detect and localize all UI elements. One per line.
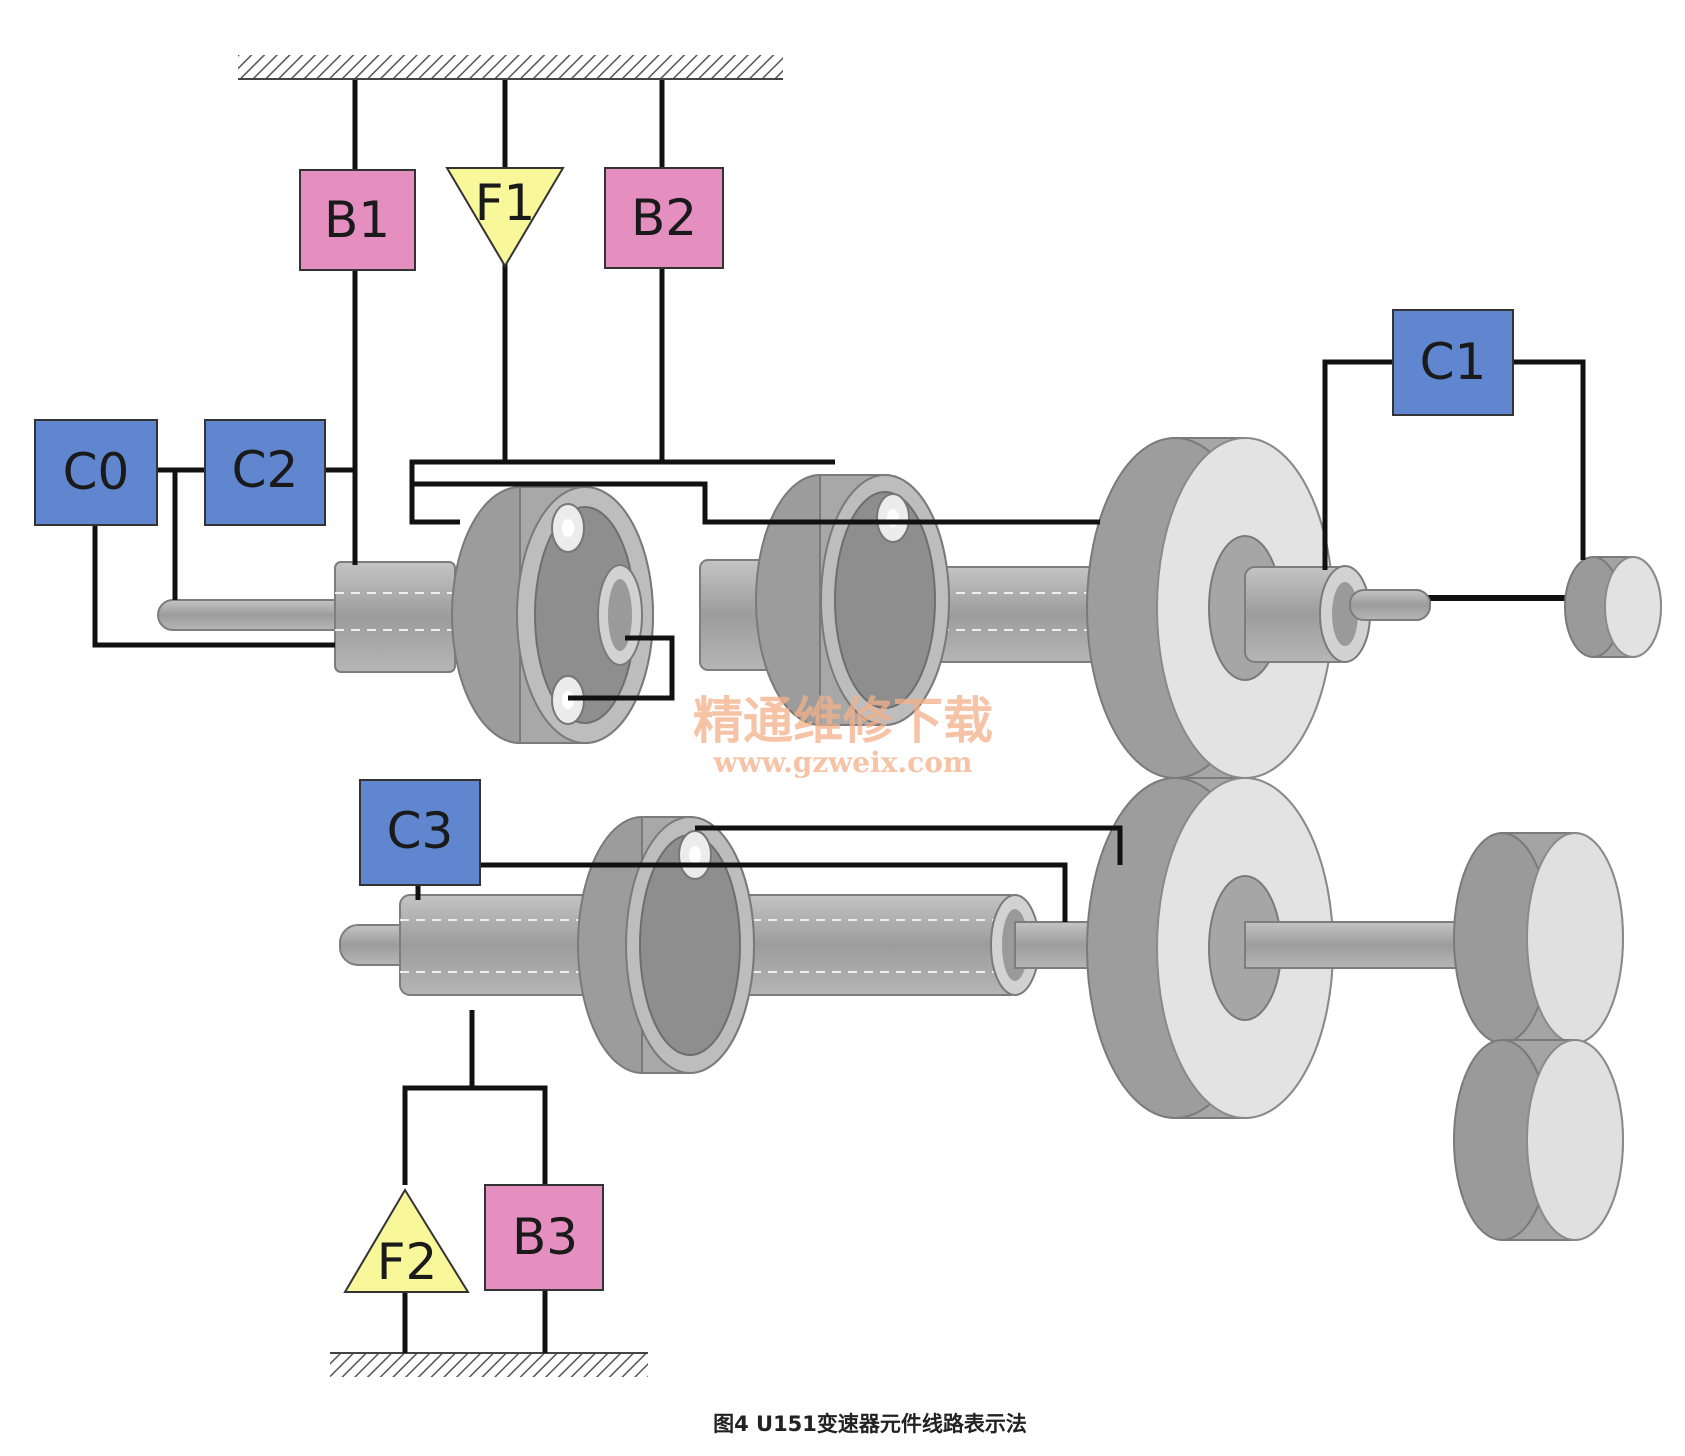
- input-shaft: [157, 599, 349, 631]
- planetary-gear-1: [451, 486, 654, 744]
- differential-gear: [1453, 1039, 1624, 1241]
- one-way-clutch-f1: F1: [445, 167, 565, 268]
- hidden-links: [595, 519, 855, 868]
- planetary-gear-2: [755, 474, 950, 726]
- brake-b1: B1: [299, 169, 416, 271]
- brake-b3: B3: [484, 1184, 604, 1291]
- ground-top: [238, 55, 783, 80]
- connection-lines: [92, 80, 1586, 1353]
- brake-b2-label: B2: [631, 189, 697, 247]
- clutch-c2-label: C2: [232, 441, 299, 499]
- clutch-c2: C2: [204, 419, 326, 526]
- clutch-c0-label: C0: [63, 443, 130, 501]
- clutch-c0: C0: [34, 419, 158, 526]
- figure-caption: 图4 U151变速器元件线路表示法: [713, 1412, 1027, 1436]
- b1-sleeve: [334, 561, 456, 673]
- final-drive-gear: [1453, 832, 1624, 1044]
- one-way-clutch-f2-label: F2: [377, 1233, 438, 1291]
- watermark-url: www.gzweix.com: [712, 746, 972, 779]
- one-way-clutch-f2: F2: [343, 1188, 470, 1293]
- clutch-c1-label: C1: [1420, 333, 1487, 391]
- c1-drum: [1564, 556, 1662, 658]
- brake-b2: B2: [604, 167, 724, 269]
- clutch-c3-label: C3: [387, 802, 454, 860]
- clutch-c3: C3: [359, 779, 481, 886]
- one-way-clutch-f1-label: F1: [475, 174, 536, 232]
- watermark-title: 精通维修下载: [693, 691, 993, 750]
- brake-b1-label: B1: [324, 191, 390, 249]
- brake-b3-label: B3: [512, 1208, 578, 1266]
- planetary-gear-3: [577, 816, 755, 1074]
- clutch-c1: C1: [1392, 309, 1514, 416]
- ground-bottom: [330, 1352, 648, 1377]
- lower-shaft-assembly: [339, 777, 1624, 1241]
